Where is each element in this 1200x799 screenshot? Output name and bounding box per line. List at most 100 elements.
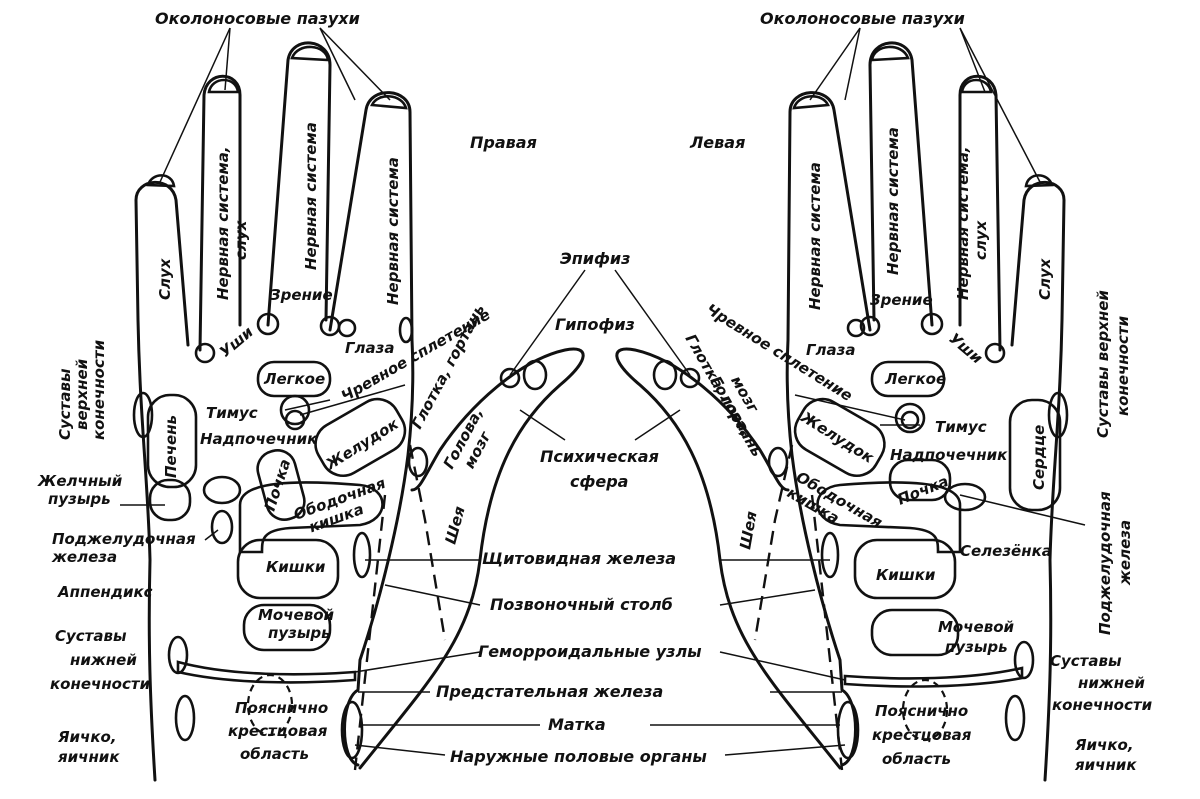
right-hemorrhoid-band: [176, 660, 357, 684]
left-stomach-zone: [793, 397, 886, 477]
right-sinuses-label: Околоносовые пазухи: [155, 9, 360, 28]
right-bladder-label: Мочевой пузырь: [258, 606, 339, 642]
left-lower-joints-label: Суставы нижней конечности: [1050, 652, 1153, 714]
left-ears-point: [984, 342, 1006, 364]
right-liver-zone: [146, 393, 198, 489]
right-nail-4: [370, 95, 408, 110]
left-nail-3: [870, 45, 910, 62]
right-eyes-label: Глаза: [345, 339, 395, 357]
left-bladder-label: Мочевой пузырь: [938, 618, 1019, 656]
right-vision-point: [256, 312, 280, 336]
thyroid-label: Щитовидная железа: [482, 549, 676, 568]
right-hearing-label: Слух: [156, 257, 174, 300]
right-gallbladder-zone: [148, 478, 192, 522]
right-appendix-label: Аппендикс: [57, 583, 153, 601]
right-lumbosacral-label: Пояснично крестцовая область: [228, 699, 333, 763]
left-eyes-label: Глаза: [806, 341, 856, 359]
right-nail-3: [290, 45, 330, 62]
right-liver-label: Печень: [162, 415, 180, 478]
left-nervous-2-label: Нервная система: [884, 127, 902, 275]
left-kidney-label: Почка: [895, 472, 951, 509]
left-sinuses-label: Околоносовые пазухи: [760, 9, 965, 28]
left-thymus-label: Тимус: [935, 418, 987, 436]
right-ears-point: [194, 342, 216, 364]
left-epiphysis-point: [679, 367, 701, 389]
right-colon-zone: [238, 481, 384, 554]
left-spleen-label: Селезёнка: [960, 542, 1052, 560]
right-nail-1: [146, 174, 176, 188]
left-lung-zone: [870, 360, 946, 398]
left-hemorrhoid-band: [843, 666, 1024, 688]
right-eyes-point-2: [337, 318, 357, 338]
prostate-label: Предстательная железа: [436, 682, 663, 701]
right-intestines-zone: [236, 538, 340, 600]
hemorrhoids-label: Геморроидальные узлы: [478, 642, 702, 661]
spine-label: Позвоночный столб: [490, 595, 673, 614]
psychic-label: Психическая сфера: [540, 447, 664, 491]
hypophysis-label: Гипофиз: [555, 315, 635, 334]
left-uterus-zone: [836, 700, 860, 760]
left-vision-point: [920, 312, 944, 336]
left-head-label: Голова, мозг: [707, 364, 774, 444]
right-upper-joints-label: Суставы верхней конечности: [56, 339, 108, 440]
right-thymus-zone: [279, 394, 311, 426]
right-finger-base-point: [398, 316, 414, 344]
left-hearing-label: Слух: [1036, 257, 1054, 300]
left-upper-joints-label: Суставы верхней конечности: [1094, 285, 1132, 438]
left-heart-label: Сердце: [1030, 425, 1048, 490]
left-stomach-label: Желудок: [797, 408, 878, 468]
right-nervous-1-label: Нервная система: [302, 122, 320, 270]
right-stomach-label: Желудок: [322, 414, 403, 474]
left-lung-label: Легкое: [884, 370, 946, 388]
left-ears-label: Уши: [945, 329, 986, 368]
right-epiphysis-point: [499, 367, 521, 389]
left-pancreas-label: Поджелудочная железа: [1096, 486, 1134, 635]
left-nail-2: [960, 78, 993, 94]
left-thyroid-zone: [820, 531, 840, 579]
right-nervous-hearing-label: Нервная система, слух: [214, 141, 250, 300]
right-spine-line: [353, 494, 387, 771]
right-lumbosacral-zone: [246, 673, 294, 737]
left-upper-joints-zone: [1047, 391, 1069, 439]
right-hand: [132, 41, 585, 782]
right-hypophysis-point: [522, 359, 548, 391]
left-testicle-zone: [1004, 694, 1026, 742]
right-appendix-zone: [210, 509, 234, 545]
left-hand-title: Левая: [689, 133, 745, 152]
left-nervous-hearing-label: Нервная система, слух: [954, 141, 990, 300]
left-lumbosacral-label: Пояснично крестцовая область: [872, 702, 977, 768]
right-neck-label: Шея: [441, 504, 468, 546]
left-neck-label: Шея: [736, 509, 760, 550]
left-spleen-zone: [943, 482, 987, 512]
left-eyes-point: [859, 315, 881, 337]
left-testicle-label: Яичко, яичник: [1074, 736, 1139, 774]
right-bladder-zone: [242, 603, 332, 652]
left-thumb: [615, 347, 842, 770]
right-kidney-zone: [256, 449, 306, 521]
right-hand-outline: [134, 41, 415, 782]
right-nervous-2-label: Нервная система: [384, 157, 402, 305]
left-lower-joints-zone: [1013, 640, 1035, 680]
left-hand: [615, 41, 1069, 782]
right-gallbladder-label: Желчный пузырь: [37, 472, 128, 508]
left-vision-label: Зрение: [870, 291, 933, 309]
left-kidney-zone: [888, 458, 952, 502]
right-testicle-label: Яичко, яичник: [57, 728, 122, 766]
left-neck-line: [753, 444, 794, 641]
right-hand-title: Правая: [470, 133, 537, 152]
right-head-label: Голова, мозг: [440, 400, 505, 480]
left-eyes-point-2: [846, 318, 866, 338]
epiphysis-label: Эпифиз: [560, 249, 630, 268]
right-pancreas-label: Поджелудочная железа: [51, 530, 201, 566]
right-vision-label: Зрение: [270, 286, 333, 304]
left-adrenal-label: Надпочечник: [890, 446, 1008, 464]
left-lumbosacral-zone: [901, 678, 949, 742]
right-upper-joints-zone: [132, 391, 154, 439]
left-hypophysis-point: [652, 359, 678, 391]
right-pancreas-zone: [202, 475, 242, 505]
left-intestines-zone: [853, 538, 957, 600]
right-thumb: [358, 347, 585, 770]
left-pharynx-point: [767, 446, 789, 478]
